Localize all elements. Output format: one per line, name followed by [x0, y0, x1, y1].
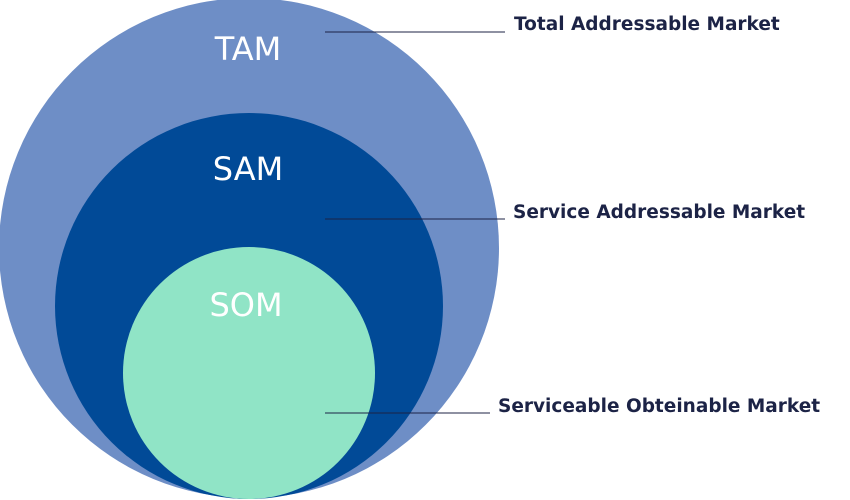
sam-description: Service Addressable Market — [513, 202, 805, 223]
som-abbr: SOM — [209, 286, 282, 324]
sam-abbr: SAM — [213, 150, 283, 188]
tam-abbr: TAM — [214, 30, 282, 68]
som-circle — [123, 247, 375, 499]
tam-description: Total Addressable Market — [514, 14, 780, 35]
som-description: Serviceable Obteinable Market — [498, 396, 820, 417]
